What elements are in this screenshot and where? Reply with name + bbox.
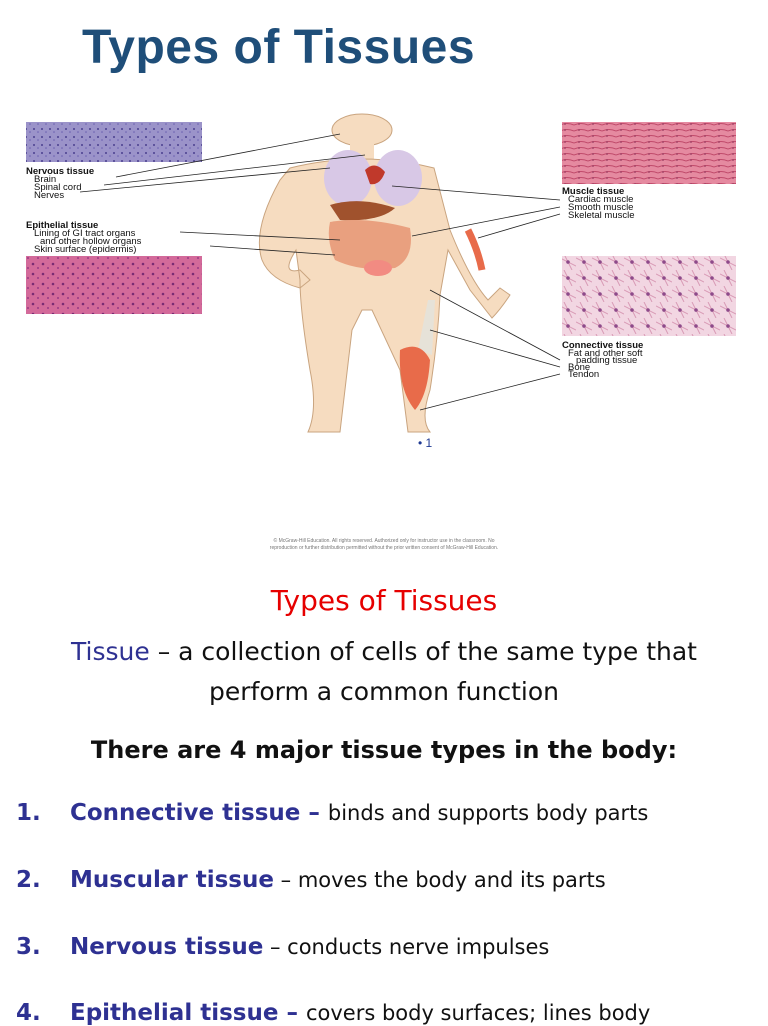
list-item-muscular: 2. Muscular tissue – moves the body and i… xyxy=(16,867,756,893)
nervous-item-nerves: Nerves xyxy=(34,190,64,201)
nervous-tissue-micrograph xyxy=(26,122,202,162)
list-name: Epithelial tissue xyxy=(70,1000,279,1026)
tissue-body-figure: Nervous tissue Brain Spinal cord Nerves … xyxy=(0,110,768,460)
list-item-nervous: 3. Nervous tissue – conducts nerve impuls… xyxy=(16,934,756,960)
connective-item-tendon: Tendon xyxy=(568,369,599,380)
muscle-item-smooth: Smooth muscle xyxy=(568,202,633,213)
muscle-tissue-micrograph xyxy=(562,122,736,184)
tissue-types-intro: There are 4 major tissue types in the bo… xyxy=(90,736,678,764)
epithelial-item-gi-lining: Lining of GI tract organs xyxy=(34,228,136,239)
muscle-item-cardiac: Cardiac muscle xyxy=(568,194,633,205)
nervous-tissue-label: Nervous tissue xyxy=(26,166,94,177)
epithelial-tissue-label: Epithelial tissue xyxy=(26,220,98,231)
list-name: Nervous tissue xyxy=(70,934,264,960)
connective-tissue-label: Connective tissue xyxy=(562,340,643,351)
list-desc: binds and supports body parts xyxy=(327,801,649,825)
epithelial-item-hollow-organs: and other hollow organs xyxy=(40,236,142,247)
definition-text: – a collection of cells of the same type… xyxy=(149,637,697,706)
connective-item-fat: Fat and other soft xyxy=(568,348,643,359)
list-number: 1. xyxy=(16,800,41,826)
nervous-item-brain: Brain xyxy=(34,174,56,185)
epithelial-tissue-micrograph xyxy=(26,256,202,314)
definition-term: Tissue xyxy=(71,637,150,666)
muscle-item-skeletal: Skeletal muscle xyxy=(568,210,635,221)
human-body-silhouette xyxy=(258,113,511,433)
nervous-item-spinal-cord: Spinal cord xyxy=(34,182,82,193)
list-name: Muscular tissue xyxy=(70,867,274,893)
list-number: 4. xyxy=(16,1000,41,1026)
list-separator: – xyxy=(263,935,288,959)
connective-tissue-micrograph xyxy=(562,256,736,336)
tissue-definition: Tissue – a collection of cells of the sa… xyxy=(30,632,738,712)
list-separator: – xyxy=(278,1000,306,1026)
list-item-epithelial: 4. Epithelial tissue – covers body surfac… xyxy=(16,1000,756,1026)
copyright-notice: © McGraw-Hill Education. All rights rese… xyxy=(269,538,499,551)
list-name: Connective tissue xyxy=(70,800,301,826)
list-separator: – xyxy=(300,800,328,826)
muscle-tissue-label: Muscle tissue xyxy=(562,186,624,197)
list-desc: conducts nerve impulses xyxy=(287,935,550,959)
list-desc: covers body surfaces; lines body xyxy=(305,1001,651,1025)
list-desc: moves the body and its parts xyxy=(297,868,606,892)
list-separator: – xyxy=(273,868,298,892)
slide1-title: Types of Tissues xyxy=(82,21,476,74)
list-number: 2. xyxy=(16,867,41,893)
slide-number: • 1 xyxy=(418,436,433,450)
list-number: 3. xyxy=(16,934,41,960)
connective-item-padding: padding tissue xyxy=(576,355,637,366)
epithelial-item-skin: Skin surface (epidermis) xyxy=(34,244,136,255)
list-item-connective: 1. Connective tissue – binds and supports… xyxy=(16,800,756,826)
connective-item-bone: Bone xyxy=(568,362,590,373)
slide2-title: Types of Tissues xyxy=(270,584,498,617)
